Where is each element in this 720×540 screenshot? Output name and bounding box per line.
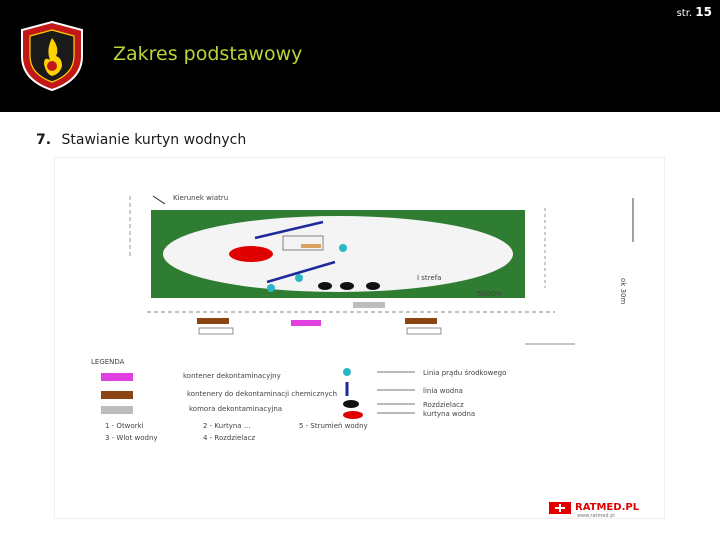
brown-container-1 <box>197 318 229 324</box>
legend-prad: Linia prądu środkowego <box>423 369 506 377</box>
legend-komora: komora dekontaminacyjna <box>189 405 282 413</box>
orange-marker <box>301 244 321 248</box>
diagram-svg: Kierunek wiatru I strefa 5000m <box>91 194 640 519</box>
section-title: Stawianie kurtyn wodnych <box>61 132 247 148</box>
outline-container-2 <box>406 327 442 335</box>
ratmed-url: www.ratmed.pl <box>577 513 615 519</box>
legend-red-oval <box>343 411 363 419</box>
page-title: Zakres podstawowy <box>113 43 303 65</box>
water-curtain-diagram: Kierunek wiatru I strefa 5000m <box>54 157 665 519</box>
legend-title: LEGENDA <box>91 358 125 366</box>
header-bar: Zakres podstawowy str. 15 <box>0 0 720 112</box>
cyan-node-2 <box>295 274 303 282</box>
stand-box <box>282 235 324 251</box>
black-node-1 <box>318 282 332 290</box>
legend-item-5: 5 - Strumień wodny <box>299 422 368 430</box>
section-number: 7. <box>36 132 52 148</box>
legend-linia-wodna: linia wodna <box>423 387 463 395</box>
legend-item-1: 1 - Otworki <box>105 422 144 430</box>
ratmed-brand: RATMED.PL <box>575 502 640 513</box>
shield-icon <box>21 20 83 92</box>
page-number-value: 15 <box>695 5 712 19</box>
black-node-3 <box>366 282 380 290</box>
outline-container-1 <box>198 327 234 335</box>
wind-arrow-icon <box>152 195 166 205</box>
zone-ellipse <box>163 216 513 292</box>
legend-kontenery-chem: kontenery do dekontaminacji chemicznych <box>187 390 337 398</box>
page-number: str. 15 <box>677 5 712 19</box>
magenta-container-1 <box>291 320 321 326</box>
black-node-2 <box>340 282 354 290</box>
water-line-1 <box>254 220 324 240</box>
brown-container-2 <box>405 318 437 324</box>
legend-item-4: 4 - Rozdzielacz <box>203 434 255 442</box>
legend-black-oval <box>343 400 359 408</box>
legend-gray-swatch <box>101 406 133 414</box>
legend-item-2: 2 - Kurtyna ... <box>203 422 251 430</box>
section-heading: 7. Stawianie kurtyn wodnych <box>36 132 246 148</box>
legend-cyan-dot <box>343 368 351 376</box>
legend-item-3: 3 - Wlot wodny <box>105 434 158 442</box>
red-vehicle <box>229 246 273 262</box>
legend-rozdzielacz: Rozdzielacz <box>423 401 464 409</box>
page-label: str. <box>676 8 693 19</box>
legend-kontener: kontener dekontaminacyjny <box>183 372 281 380</box>
slide-content: 7. Stawianie kurtyn wodnych Kierunek wia… <box>0 112 720 540</box>
zone-box-label: 5000m <box>477 290 502 298</box>
legend-kurtyna: kurtyna wodna <box>423 410 475 418</box>
zone-label: I strefa <box>417 274 441 282</box>
wind-label: Kierunek wiatru <box>173 194 228 202</box>
water-line-2 <box>266 260 336 284</box>
side-distance-label: ok 30m <box>619 278 627 304</box>
cyan-node-1 <box>339 244 347 252</box>
gray-bar <box>353 302 385 308</box>
legend-magenta-swatch <box>101 373 133 381</box>
cyan-node-3 <box>267 284 275 292</box>
legend-brown-swatch <box>101 391 133 399</box>
fire-brigade-logo <box>18 20 86 92</box>
